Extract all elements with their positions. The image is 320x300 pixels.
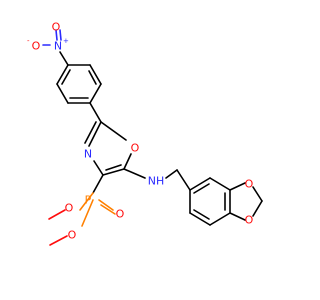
oxazole-c4-c5 — [102, 168, 125, 176]
atom-label-o: O — [116, 208, 125, 221]
atom-label-o: O — [65, 202, 74, 215]
bond-p-o-double — [98, 199, 114, 211]
bond-p-o-ester1 — [79, 192, 94, 211]
ring2-bond-2 — [209, 177, 231, 191]
ring2-bond-4 — [209, 212, 231, 226]
ring1-bond-2-inner — [88, 70, 97, 85]
oxazole-c4-c5-inner — [105, 164, 122, 171]
bond-p-o-ester2 — [81, 199, 94, 227]
bond-p-o-double-2 — [100, 204, 116, 215]
atom-label-n: N — [54, 40, 62, 53]
ring2-bond-1 — [189, 177, 211, 191]
dioxole-ch2-o-bottom — [252, 200, 263, 217]
ring2-bond-5-inner — [193, 209, 210, 220]
bond-lines — [42, 29, 263, 246]
atom-label-o: O — [131, 142, 140, 155]
bond-o-methyl2 — [49, 235, 68, 246]
atom-label-o: O — [68, 229, 77, 242]
oxazole-o-c2 — [100, 121, 127, 141]
atom-label-nh: NH — [148, 175, 165, 188]
dioxole-o-ch2-top — [252, 186, 263, 202]
bond-o-methyl1 — [48, 209, 66, 220]
atom-label-n: N — [84, 148, 92, 161]
bond-c5-nh — [123, 168, 146, 179]
atom-labels: O N + O - O N P O O O NH O O — [27, 21, 254, 242]
atom-label-p: P — [85, 194, 92, 207]
oxazole-c2-n-inner — [84, 121, 97, 144]
bond-n-o-top — [55, 29, 58, 41]
molecule-structure-diagram: O N + O - O N P O O O NH O O — [27, 21, 263, 246]
charge-label-plus: + — [63, 37, 69, 45]
oxazole-n-c4 — [93, 160, 104, 176]
oxazole-c5-o — [123, 153, 132, 170]
ring1-bond-2 — [89, 64, 102, 85]
atom-label-o: O — [32, 40, 41, 53]
ring1-bond-3 — [89, 83, 102, 104]
ring1-bond-5 — [56, 83, 69, 104]
bond-nh-ch2 — [165, 169, 178, 179]
dioxole-c-o-top — [229, 182, 246, 191]
oxazole-c2-n — [88, 121, 102, 147]
ring2-bond-1-inner — [193, 183, 210, 194]
bond-ring1-oxazole — [89, 102, 102, 123]
atom-label-o: O — [52, 21, 61, 34]
bond-n-ring — [59, 51, 69, 66]
atom-label-o: O — [245, 214, 254, 227]
atom-label-o: O — [245, 178, 254, 191]
bond-ch2-ring — [176, 169, 191, 191]
bond-c4-p — [92, 174, 104, 194]
ring1-bond-6-inner — [61, 69, 71, 85]
bond-n-o-top-2 — [59, 29, 62, 41]
dioxole-o-c-bottom — [229, 212, 246, 221]
ring1-bond-6 — [56, 64, 69, 85]
ring2-bond-5 — [189, 212, 211, 226]
charge-label-minus: - — [27, 37, 30, 45]
